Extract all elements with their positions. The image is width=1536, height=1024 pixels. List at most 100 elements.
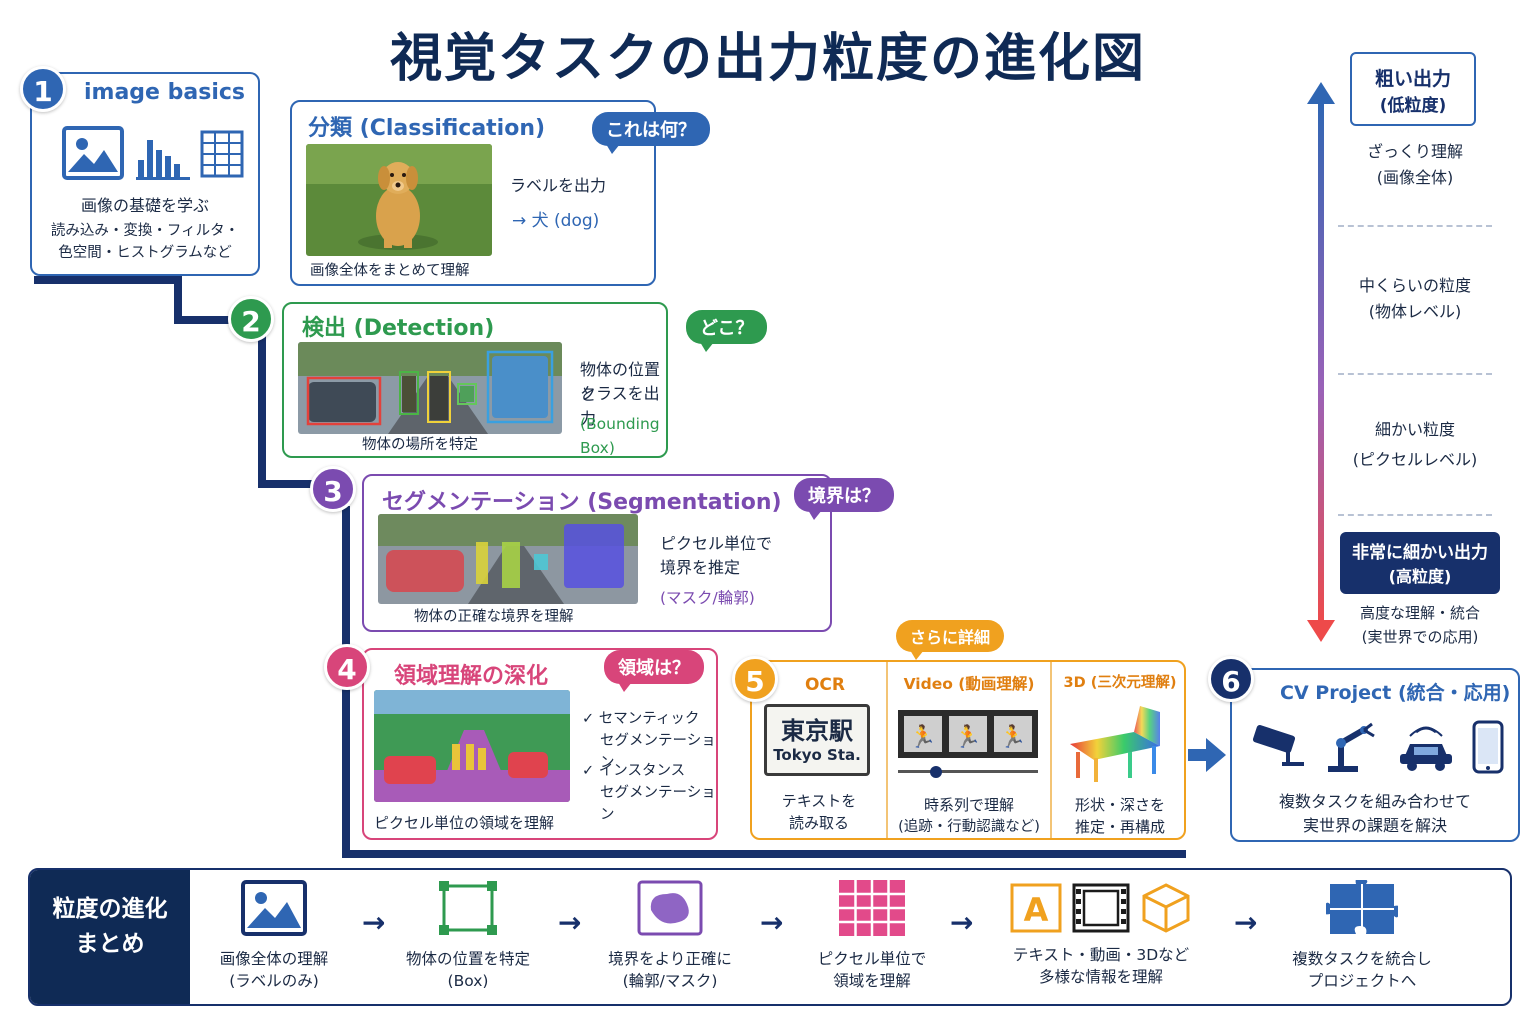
arrow-right-icon: →	[558, 906, 582, 939]
question-bubble: 領域は？	[604, 650, 704, 692]
step-number: 3	[310, 466, 356, 512]
arrow-right-icon: →	[1234, 906, 1258, 939]
threed-title: 3D (三次元理解)	[1063, 675, 1177, 691]
stage-classification: 分類 (Classification) ラベルを出力 → 犬 (dog) 画像全…	[290, 100, 656, 286]
cube-icon	[1142, 883, 1190, 933]
stage-desc: 複数タスクを組み合わせて	[1278, 792, 1471, 811]
detail-bubble: さらに詳細	[896, 620, 1005, 660]
stage-output: (Bounding Box)	[580, 415, 660, 458]
stage-caption: 画像全体をまとめて理解	[310, 263, 470, 279]
step-number: 4	[324, 644, 370, 690]
summary-step: A テキスト・動画・3Dなど 多様な情報を理解	[990, 880, 1212, 989]
check-item: セグメンテーション	[600, 733, 716, 772]
scale-divider	[1338, 225, 1492, 227]
station-sign: 東京駅 Tokyo Sta.	[764, 704, 870, 776]
summary-step: ピクセル単位で 領域を理解	[772, 880, 972, 993]
stage-output: → 犬 (dog)	[512, 211, 600, 231]
stage-output: (マスク/輪郭)	[660, 589, 755, 607]
image-icon	[62, 126, 124, 180]
scale-text: 高度な理解・統合	[1359, 604, 1480, 622]
summary-heading-line: まとめ	[75, 930, 145, 957]
summary-heading-line: 粒度の進化	[52, 896, 168, 922]
video-caption: 時系列で理解	[923, 796, 1014, 814]
stage-title: 領域理解の深化	[394, 664, 549, 689]
text-a-icon: A	[1010, 883, 1062, 933]
granularity-arrow	[1307, 82, 1335, 642]
scale-divider	[1338, 514, 1492, 516]
video-title: Video (動画理解)	[903, 675, 1035, 693]
step-number: 1	[20, 66, 66, 112]
stage-title: 検出 (Detection)	[302, 316, 495, 341]
stage-desc: 画像の基礎を学ぶ	[80, 196, 209, 215]
summary-step-label: (ラベルのみ)	[229, 972, 319, 991]
scale-divider	[1338, 373, 1492, 375]
connector-line	[258, 330, 266, 486]
bar-chart-icon	[136, 140, 190, 180]
summary-step-label: テキスト・動画・3Dなど	[1012, 946, 1190, 964]
summary-step-label: プロジェクトへ	[1307, 972, 1417, 991]
scale-label: 非常に細かい出力	[1352, 543, 1488, 563]
question-bubble: どこ？	[686, 310, 768, 352]
scale-text: ざっくり理解	[1366, 142, 1463, 161]
stage-desc: 実世界の課題を解決	[1302, 816, 1447, 835]
stage-image-basics: image basics 画像の基礎を学ぶ 読み込み・変換・フィルタ・ 色空間・…	[30, 72, 260, 276]
robot-arm-icon	[1328, 722, 1375, 772]
segmentation-photo	[378, 514, 638, 604]
threed-caption: 推定・再構成	[1074, 818, 1165, 836]
stage-desc: 読み込み・変換・フィルタ・	[50, 223, 240, 239]
scale-label: (高粒度)	[1388, 567, 1452, 586]
pixel-grid-icon	[839, 880, 905, 936]
image-icon	[241, 880, 307, 936]
divider	[886, 662, 888, 838]
grid-icon	[200, 130, 244, 178]
summary-step: 画像全体の理解 (ラベルのみ)	[174, 880, 374, 993]
summary-step-label: 境界をより正確に	[608, 950, 732, 968]
summary-step-label: 多様な情報を理解	[1038, 968, 1163, 987]
ocr-title: OCR	[804, 675, 846, 695]
stage-desc: ピクセル単位で	[660, 534, 773, 553]
scale-label: (低粒度)	[1379, 96, 1447, 116]
stage-title: CV Project (統合・応用)	[1280, 682, 1511, 704]
summary-heading: 粒度の進化 まとめ	[30, 870, 190, 1004]
summary-step: 複数タスクを統合し プロジェクトへ	[1254, 877, 1470, 993]
scale-text: (実世界での応用)	[1361, 628, 1479, 646]
arrow-right-icon	[1188, 738, 1226, 772]
summary-step-label: 物体の位置を特定	[405, 950, 530, 968]
stage-desc: ラベルを出力	[510, 176, 607, 195]
stage-desc: 色空間・ヒストグラムなど	[58, 245, 232, 261]
point-cloud-chair-icon	[1070, 706, 1160, 782]
stage-title: セグメンテーション (Segmentation)	[382, 490, 782, 515]
threed-caption: 形状・深さを	[1074, 796, 1165, 814]
scale-text: 中くらいの粒度	[1358, 276, 1471, 295]
arrow-right-icon: →	[950, 906, 974, 939]
stage-detection: 検出 (Detection) 物体の位置と クラスを出力 (Bounding B…	[282, 302, 668, 458]
connector-line	[174, 316, 266, 324]
stage-desc: 物体の位置と	[580, 360, 661, 404]
stage-desc: クラスを出力	[580, 384, 660, 428]
street-photo	[298, 342, 562, 434]
summary-step: 物体の位置を特定 (Box)	[368, 880, 568, 993]
car-icon	[1400, 726, 1452, 771]
connector-line	[342, 850, 1186, 858]
scale-text: 細かい粒度	[1374, 420, 1455, 439]
stage-title: 分類 (Classification)	[308, 116, 546, 141]
check-item: セグメンテーション	[600, 785, 716, 824]
stage-caption: 物体の場所を特定	[362, 437, 478, 453]
step-number: 5	[732, 656, 778, 702]
question-bubble: これは何？	[592, 112, 710, 154]
puzzle-icon	[1323, 877, 1401, 934]
svg-text:🏃: 🏃	[999, 724, 1026, 750]
summary-step-label: 複数タスクを統合し	[1292, 950, 1432, 968]
stage-multimodal: OCR 東京駅 Tokyo Sta. テキストを 読み取る Video (動画理…	[750, 660, 1186, 840]
summary-step-label: 画像全体の理解	[219, 950, 329, 968]
film-icon	[1072, 883, 1130, 933]
scale-text: (ピクセルレベル)	[1352, 450, 1478, 469]
film-strip-icon: 🏃 🏃 🏃	[898, 710, 1038, 778]
sign-kanji: 東京駅	[781, 717, 853, 745]
stage-caption: ピクセル単位の領域を理解	[374, 814, 555, 832]
check-item: ✓ セマンティック	[582, 711, 700, 727]
arrow-right-icon: →	[760, 906, 784, 939]
summary-bar: 粒度の進化 まとめ 画像全体の理解 (ラベルのみ) → 物体の位置を特定 (Bo…	[28, 868, 1512, 1006]
ocr-caption: 読み取る	[788, 814, 849, 832]
box-icon	[439, 881, 497, 935]
